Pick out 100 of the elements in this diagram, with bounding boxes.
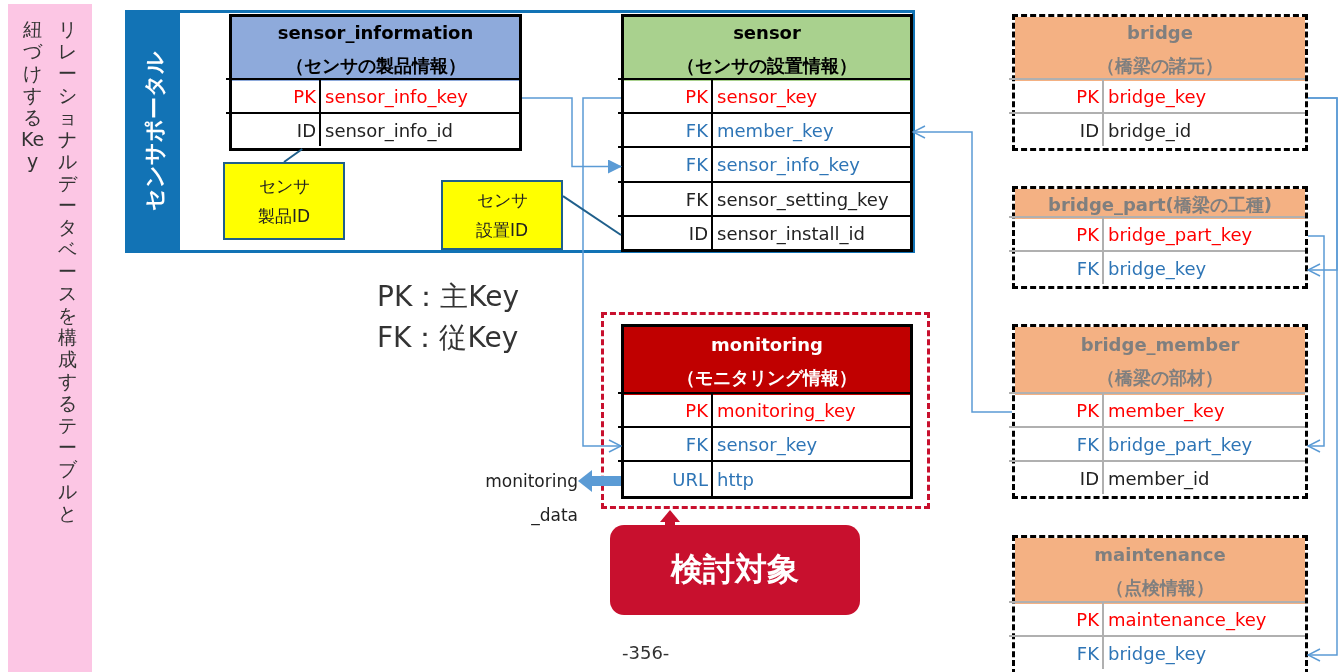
key-type: FK	[618, 148, 713, 181]
key-type: ID	[1009, 114, 1104, 146]
key-type: ID	[226, 114, 321, 146]
table-name: bridge_member	[1080, 333, 1240, 357]
callout-text: 検討対象	[671, 549, 799, 590]
column-name: member_key	[1107, 399, 1225, 421]
column-name: bridge_key	[1107, 85, 1207, 107]
side-band	[8, 4, 92, 672]
table-subtitle: （点検情報）	[1106, 576, 1214, 600]
key-type: PK	[618, 394, 713, 426]
connector-arrow	[582, 97, 622, 453]
table-row	[226, 112, 519, 146]
data-table	[621, 14, 913, 252]
table-name: bridge	[1127, 21, 1193, 45]
table-row	[1009, 635, 1305, 669]
table-subtitle: （モニタリング情報）	[677, 366, 857, 390]
key-type: FK	[1009, 428, 1104, 460]
key-type: PK	[618, 80, 713, 112]
note-text: センサ設置ID	[474, 189, 530, 242]
note-box	[441, 180, 563, 250]
table-subtitle: （センサの設置情報）	[677, 54, 857, 78]
key-type: PK	[1009, 218, 1104, 250]
table-row	[618, 392, 910, 426]
table-row	[618, 426, 910, 460]
column-name: member_id	[1107, 467, 1210, 489]
table-row	[618, 460, 910, 496]
table-row	[618, 181, 910, 215]
key-type: URL	[618, 462, 713, 496]
table-row	[1009, 601, 1305, 635]
column-name: sensor_info_id	[324, 119, 453, 141]
data-table	[1012, 535, 1308, 672]
block-arrow	[578, 470, 621, 492]
data-label: monitoring _data	[484, 470, 578, 528]
vertical-title: リレーショナルデータベースを構成するテーブルと紐づけするKey	[20, 18, 79, 526]
column-name: sensor_key	[716, 85, 818, 107]
column-name: member_key	[716, 119, 834, 141]
table-subtitle: （センサの製品情報）	[285, 54, 466, 78]
column-name: bridge_key	[1107, 642, 1207, 664]
table-name: sensor_information	[277, 21, 474, 45]
table-name: sensor	[733, 21, 801, 45]
table-row	[1009, 216, 1305, 250]
column-name: sensor_info_key	[324, 85, 468, 107]
table-row	[618, 146, 910, 181]
column-name: http	[716, 468, 754, 490]
connector-arrow	[521, 97, 622, 174]
connector-arrow	[912, 125, 1013, 413]
dashed-frame	[601, 312, 930, 509]
key-type: PK	[1009, 80, 1104, 112]
column-name: bridge_id	[1107, 119, 1192, 141]
table-name: maintenance	[1094, 543, 1226, 567]
table-row	[618, 215, 910, 249]
table-name: monitoring	[711, 333, 823, 357]
data-table	[1012, 186, 1308, 289]
data-table	[621, 324, 913, 499]
panel-title: センサポータル	[141, 50, 168, 213]
key-type: FK	[1009, 252, 1104, 284]
portal-panel	[125, 10, 915, 253]
page-number: -356-	[622, 642, 670, 663]
key-type: PK	[226, 80, 321, 112]
key-legend-text: FK：従Key	[377, 320, 519, 356]
table-row	[226, 78, 519, 112]
data-table	[229, 14, 522, 151]
key-type: ID	[618, 217, 713, 249]
table-row	[1009, 460, 1305, 494]
column-name: sensor_key	[716, 433, 818, 455]
data-table	[1012, 14, 1308, 151]
column-name: bridge_part_key	[1107, 223, 1253, 245]
table-row	[1009, 112, 1305, 146]
table-subtitle: （橋梁の部材）	[1097, 366, 1223, 390]
key-type: FK	[618, 428, 713, 460]
leader-line	[562, 195, 622, 236]
key-type: FK	[1009, 637, 1104, 669]
leader-line	[283, 148, 304, 163]
note-text: センサ製品ID	[256, 175, 312, 228]
key-type: FK	[618, 183, 713, 215]
column-name: sensor_setting_key	[716, 188, 889, 210]
key-type: FK	[618, 114, 713, 146]
table-row	[1009, 78, 1305, 112]
table-row	[1009, 392, 1305, 426]
column-name: maintenance_key	[1107, 608, 1267, 630]
column-name: bridge_key	[1107, 257, 1207, 279]
column-name: sensor_install_id	[716, 222, 865, 244]
table-name: bridge_part(橋梁の工種)	[1048, 192, 1272, 217]
note-box	[223, 162, 345, 240]
block-arrow	[660, 510, 680, 525]
key-legend-text: PK：主Key	[377, 279, 519, 315]
column-name: monitoring_key	[716, 399, 856, 421]
key-type: PK	[1009, 603, 1104, 635]
column-name: sensor_info_key	[716, 154, 860, 175]
table-subtitle: （橋梁の諸元）	[1097, 54, 1223, 78]
table-row	[618, 78, 910, 112]
table-row	[1009, 426, 1305, 460]
data-table	[1012, 324, 1308, 499]
column-name: bridge_part_key	[1107, 433, 1253, 455]
table-row	[1009, 250, 1305, 284]
table-row	[618, 112, 910, 146]
connector-arrow	[1307, 97, 1338, 662]
connector-arrow	[1307, 235, 1325, 453]
callout-box	[610, 525, 860, 615]
key-type: PK	[1009, 394, 1104, 426]
